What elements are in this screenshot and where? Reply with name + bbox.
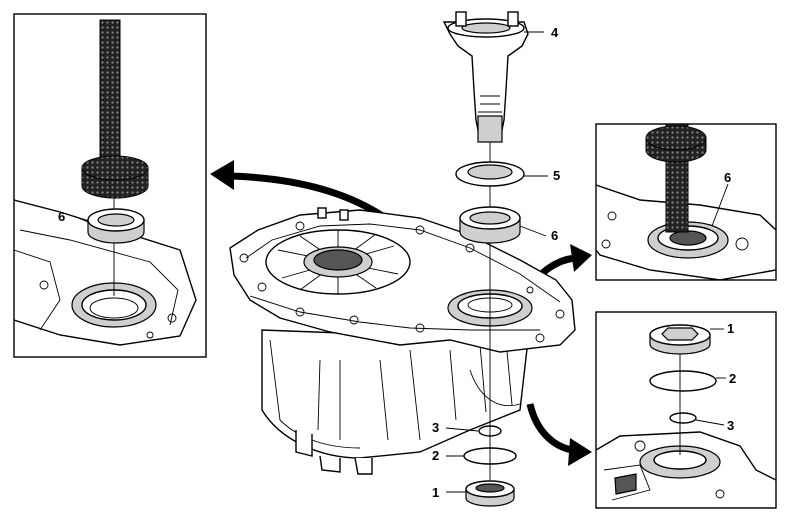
main-part-5-washer <box>455 161 525 187</box>
left-inset-seal-installer-tool <box>81 19 149 199</box>
bottom-right-inset-plug <box>649 324 711 355</box>
main-callout-2: 2 <box>432 448 439 463</box>
bottom-right-inset-callout-3: 3 <box>727 418 734 433</box>
bottom-right-inset: 1 2 3 <box>595 311 777 509</box>
curved-arrow-to-bottom-right-inset <box>526 403 592 466</box>
main-part-6-seal <box>459 206 521 244</box>
bottom-right-inset-callout-1: 1 <box>727 321 734 336</box>
top-right-inset: 6 <box>595 123 777 281</box>
main-callout-4: 4 <box>551 25 559 40</box>
left-inset-seal <box>87 208 145 244</box>
main-callout-5: 5 <box>553 168 560 183</box>
bottom-right-inset-o-ring <box>649 370 717 392</box>
main-callout-3: 3 <box>432 420 439 435</box>
transfer-case-housing <box>229 207 576 475</box>
bottom-right-inset-callout-2: 2 <box>729 371 736 386</box>
bottom-right-inset-ring <box>669 412 697 424</box>
main-callout-1: 1 <box>432 485 439 500</box>
main-part-4-seal-installer-tool <box>442 11 529 143</box>
main-part-1-plug <box>465 480 515 507</box>
main-callout-6: 6 <box>551 228 558 243</box>
front-bearing-boss <box>265 229 411 295</box>
top-right-inset-callout-6: 6 <box>724 170 731 185</box>
left-inset-callout-6: 6 <box>58 209 65 224</box>
left-inset: 6 <box>13 13 207 358</box>
main-part-3-ring <box>478 425 502 437</box>
